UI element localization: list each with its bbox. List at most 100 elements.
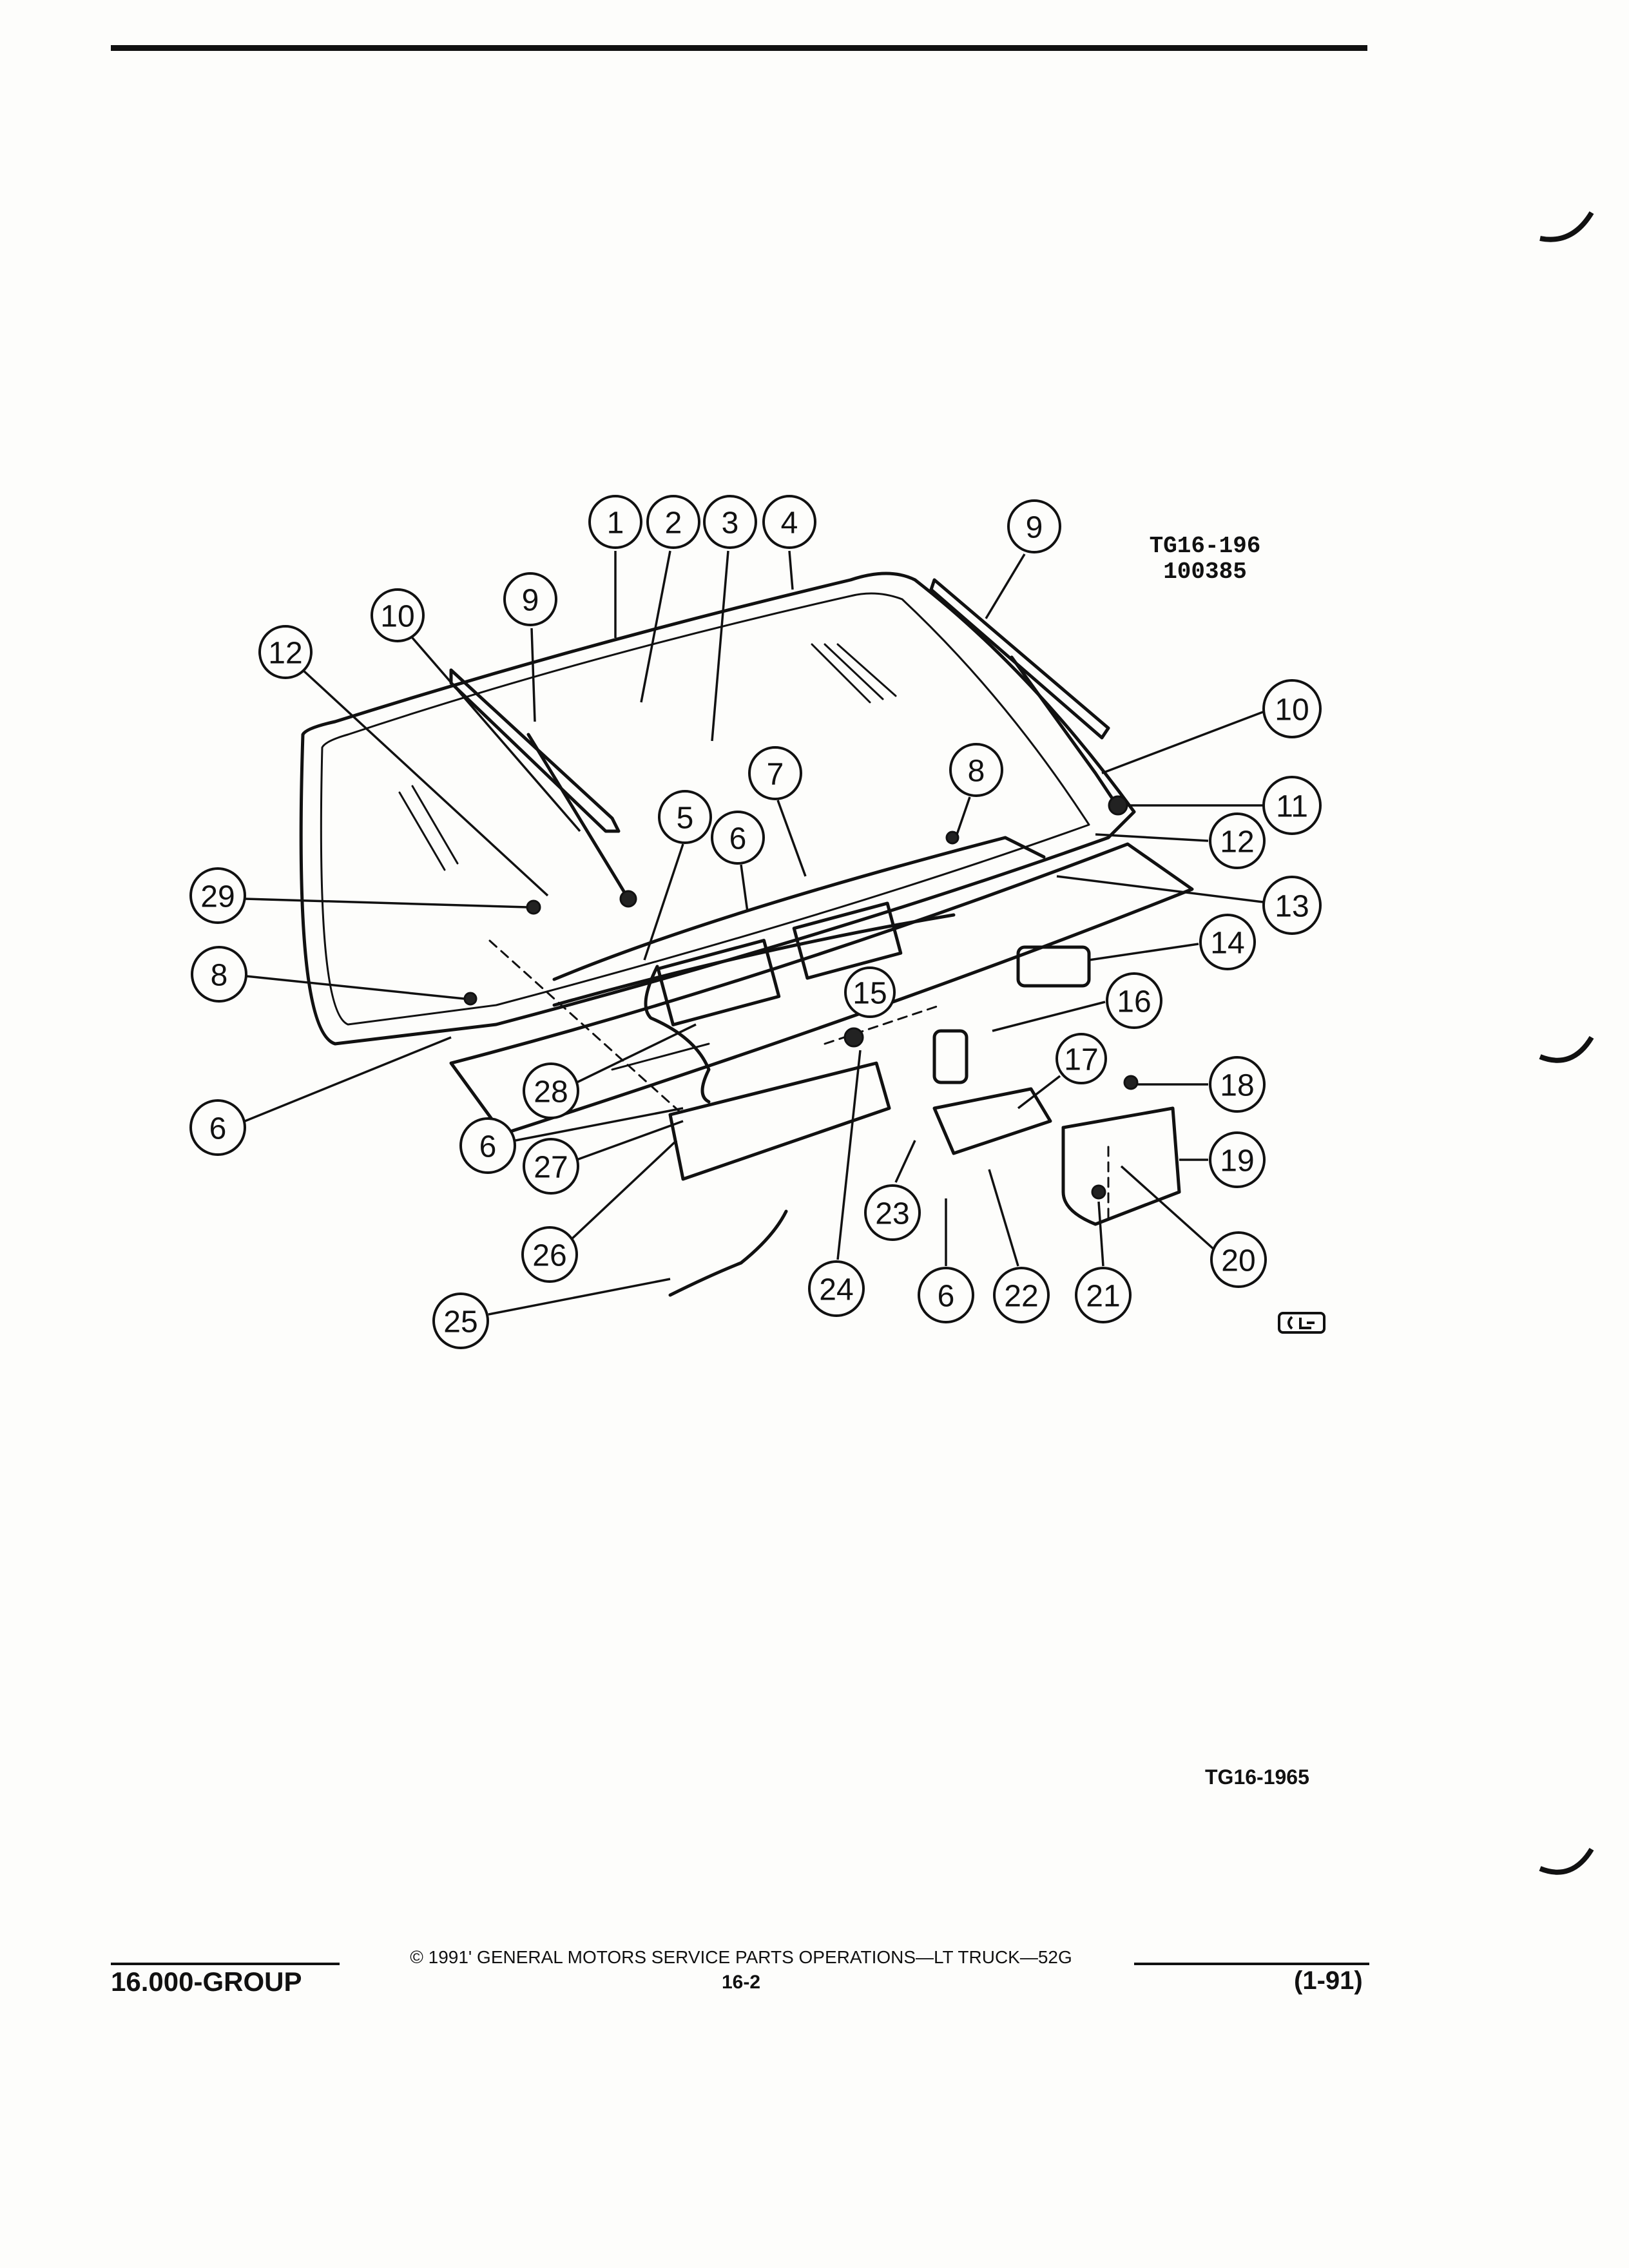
svg-text:28: 28 [534, 1075, 568, 1110]
callout-6-mid: 6 [459, 1107, 684, 1174]
svg-text:11: 11 [1276, 790, 1308, 824]
left-wiper-arm [526, 733, 630, 901]
svg-text:9: 9 [1026, 511, 1043, 545]
svg-text:1: 1 [607, 506, 624, 541]
svg-text:25: 25 [443, 1305, 477, 1340]
callout-16: 16 [992, 972, 1162, 1032]
retainer-15 [843, 1027, 864, 1048]
figure-code: TG16-1965 [1205, 1765, 1309, 1789]
callout-9-left: 9 [503, 572, 557, 722]
callout-8-right: 8 [949, 743, 1003, 835]
cowl-opening-left [656, 939, 781, 1026]
callout-13: 13 [1056, 875, 1322, 935]
callout-17: 17 [1017, 1033, 1107, 1110]
callout-11: 11 [1128, 776, 1322, 835]
callout-15: 15 [844, 966, 896, 1018]
callout-6-left: 6 [189, 1036, 452, 1156]
callout-3: 3 [703, 495, 757, 742]
svg-text:9: 9 [522, 584, 539, 618]
clip-8-right [945, 831, 959, 845]
svg-text:21: 21 [1086, 1280, 1120, 1314]
washer-pump [932, 1029, 969, 1084]
gm-logo-icon [1278, 1312, 1325, 1334]
callout-7: 7 [748, 746, 807, 877]
svg-text:29: 29 [200, 880, 235, 914]
callout-28: 28 [523, 1023, 697, 1119]
wiper-motor [1016, 945, 1091, 988]
svg-text:6: 6 [479, 1130, 497, 1164]
svg-text:24: 24 [819, 1273, 853, 1307]
left-wiper-pivot [619, 890, 637, 908]
callout-18: 18 [1137, 1056, 1266, 1113]
svg-text:7: 7 [767, 758, 784, 792]
callout-23: 23 [864, 1140, 921, 1241]
callout-2: 2 [640, 495, 700, 703]
callout-4: 4 [762, 495, 816, 590]
binder-mark-1 [1539, 211, 1594, 242]
right-wiper-blade [929, 578, 1110, 740]
callout-27: 27 [523, 1120, 684, 1195]
callout-5: 5 [643, 790, 712, 961]
wiper-transmission-rod [552, 913, 956, 1007]
svg-text:6: 6 [938, 1280, 955, 1314]
svg-text:2: 2 [665, 506, 682, 541]
insulator-pad [668, 1061, 891, 1181]
right-wiper-pivot [1108, 795, 1128, 816]
svg-text:17: 17 [1064, 1043, 1098, 1077]
wiper-linkage [552, 836, 1046, 981]
callout-20: 20 [1120, 1165, 1267, 1288]
callout-29: 29 [189, 867, 528, 924]
svg-text:8: 8 [968, 754, 985, 789]
washer-bottle [1061, 1106, 1181, 1226]
footer-rule-right [1134, 1963, 1369, 1965]
callout-10-right: 10 [1101, 679, 1322, 774]
callout-12-left: 12 [258, 625, 549, 897]
binder-mark-2 [1539, 1035, 1594, 1063]
svg-text:14: 14 [1210, 927, 1244, 961]
svg-text:10: 10 [1275, 693, 1309, 727]
nut-18 [1123, 1075, 1139, 1090]
footer-page-number: 16-2 [721, 1972, 761, 1993]
right-wiper-arm [1010, 655, 1117, 804]
callout-19: 19 [1179, 1131, 1266, 1188]
svg-text:8: 8 [211, 959, 228, 993]
wiring-harness [668, 1209, 788, 1297]
top-rule [111, 45, 1367, 51]
footer-date: (1-91) [1294, 1966, 1363, 1995]
cowl-panel [449, 842, 1194, 1136]
svg-text:22: 22 [1004, 1280, 1038, 1314]
hose-spring [611, 1043, 710, 1071]
svg-text:10: 10 [380, 600, 414, 634]
windshield-glass [320, 592, 1090, 1026]
svg-text:6: 6 [209, 1112, 227, 1146]
footer-rule-left [111, 1963, 340, 1965]
callout-10-left: 10 [371, 588, 581, 832]
svg-text:6: 6 [729, 822, 747, 856]
svg-text:27: 27 [534, 1151, 568, 1185]
screw-29 [526, 899, 541, 915]
svg-text:12: 12 [1220, 825, 1254, 860]
callout-21: 21 [1075, 1201, 1132, 1323]
svg-text:15: 15 [853, 977, 887, 1011]
reference-code-line2: 100385 [1163, 559, 1247, 585]
callout-14: 14 [1088, 914, 1256, 970]
callout-1: 1 [588, 495, 642, 638]
svg-text:18: 18 [1220, 1069, 1254, 1103]
svg-text:13: 13 [1275, 890, 1309, 924]
svg-text:4: 4 [781, 506, 798, 541]
callout-22: 22 [988, 1169, 1050, 1323]
svg-text:26: 26 [532, 1239, 566, 1273]
callout-25: 25 [432, 1278, 671, 1349]
binder-mark-3 [1539, 1847, 1594, 1875]
svg-text:16: 16 [1117, 985, 1151, 1019]
washer-bracket [932, 1087, 1052, 1155]
glass-reflection-lines [398, 643, 897, 871]
svg-text:12: 12 [268, 637, 302, 671]
footer-group: 16.000-GROUP [111, 1966, 302, 1997]
reference-code-line1: TG16-196 [1149, 533, 1261, 559]
svg-text:5: 5 [677, 802, 694, 836]
cowl-opening-right [792, 901, 903, 980]
clip-8-left [463, 992, 477, 1006]
callout-24: 24 [808, 1050, 865, 1317]
